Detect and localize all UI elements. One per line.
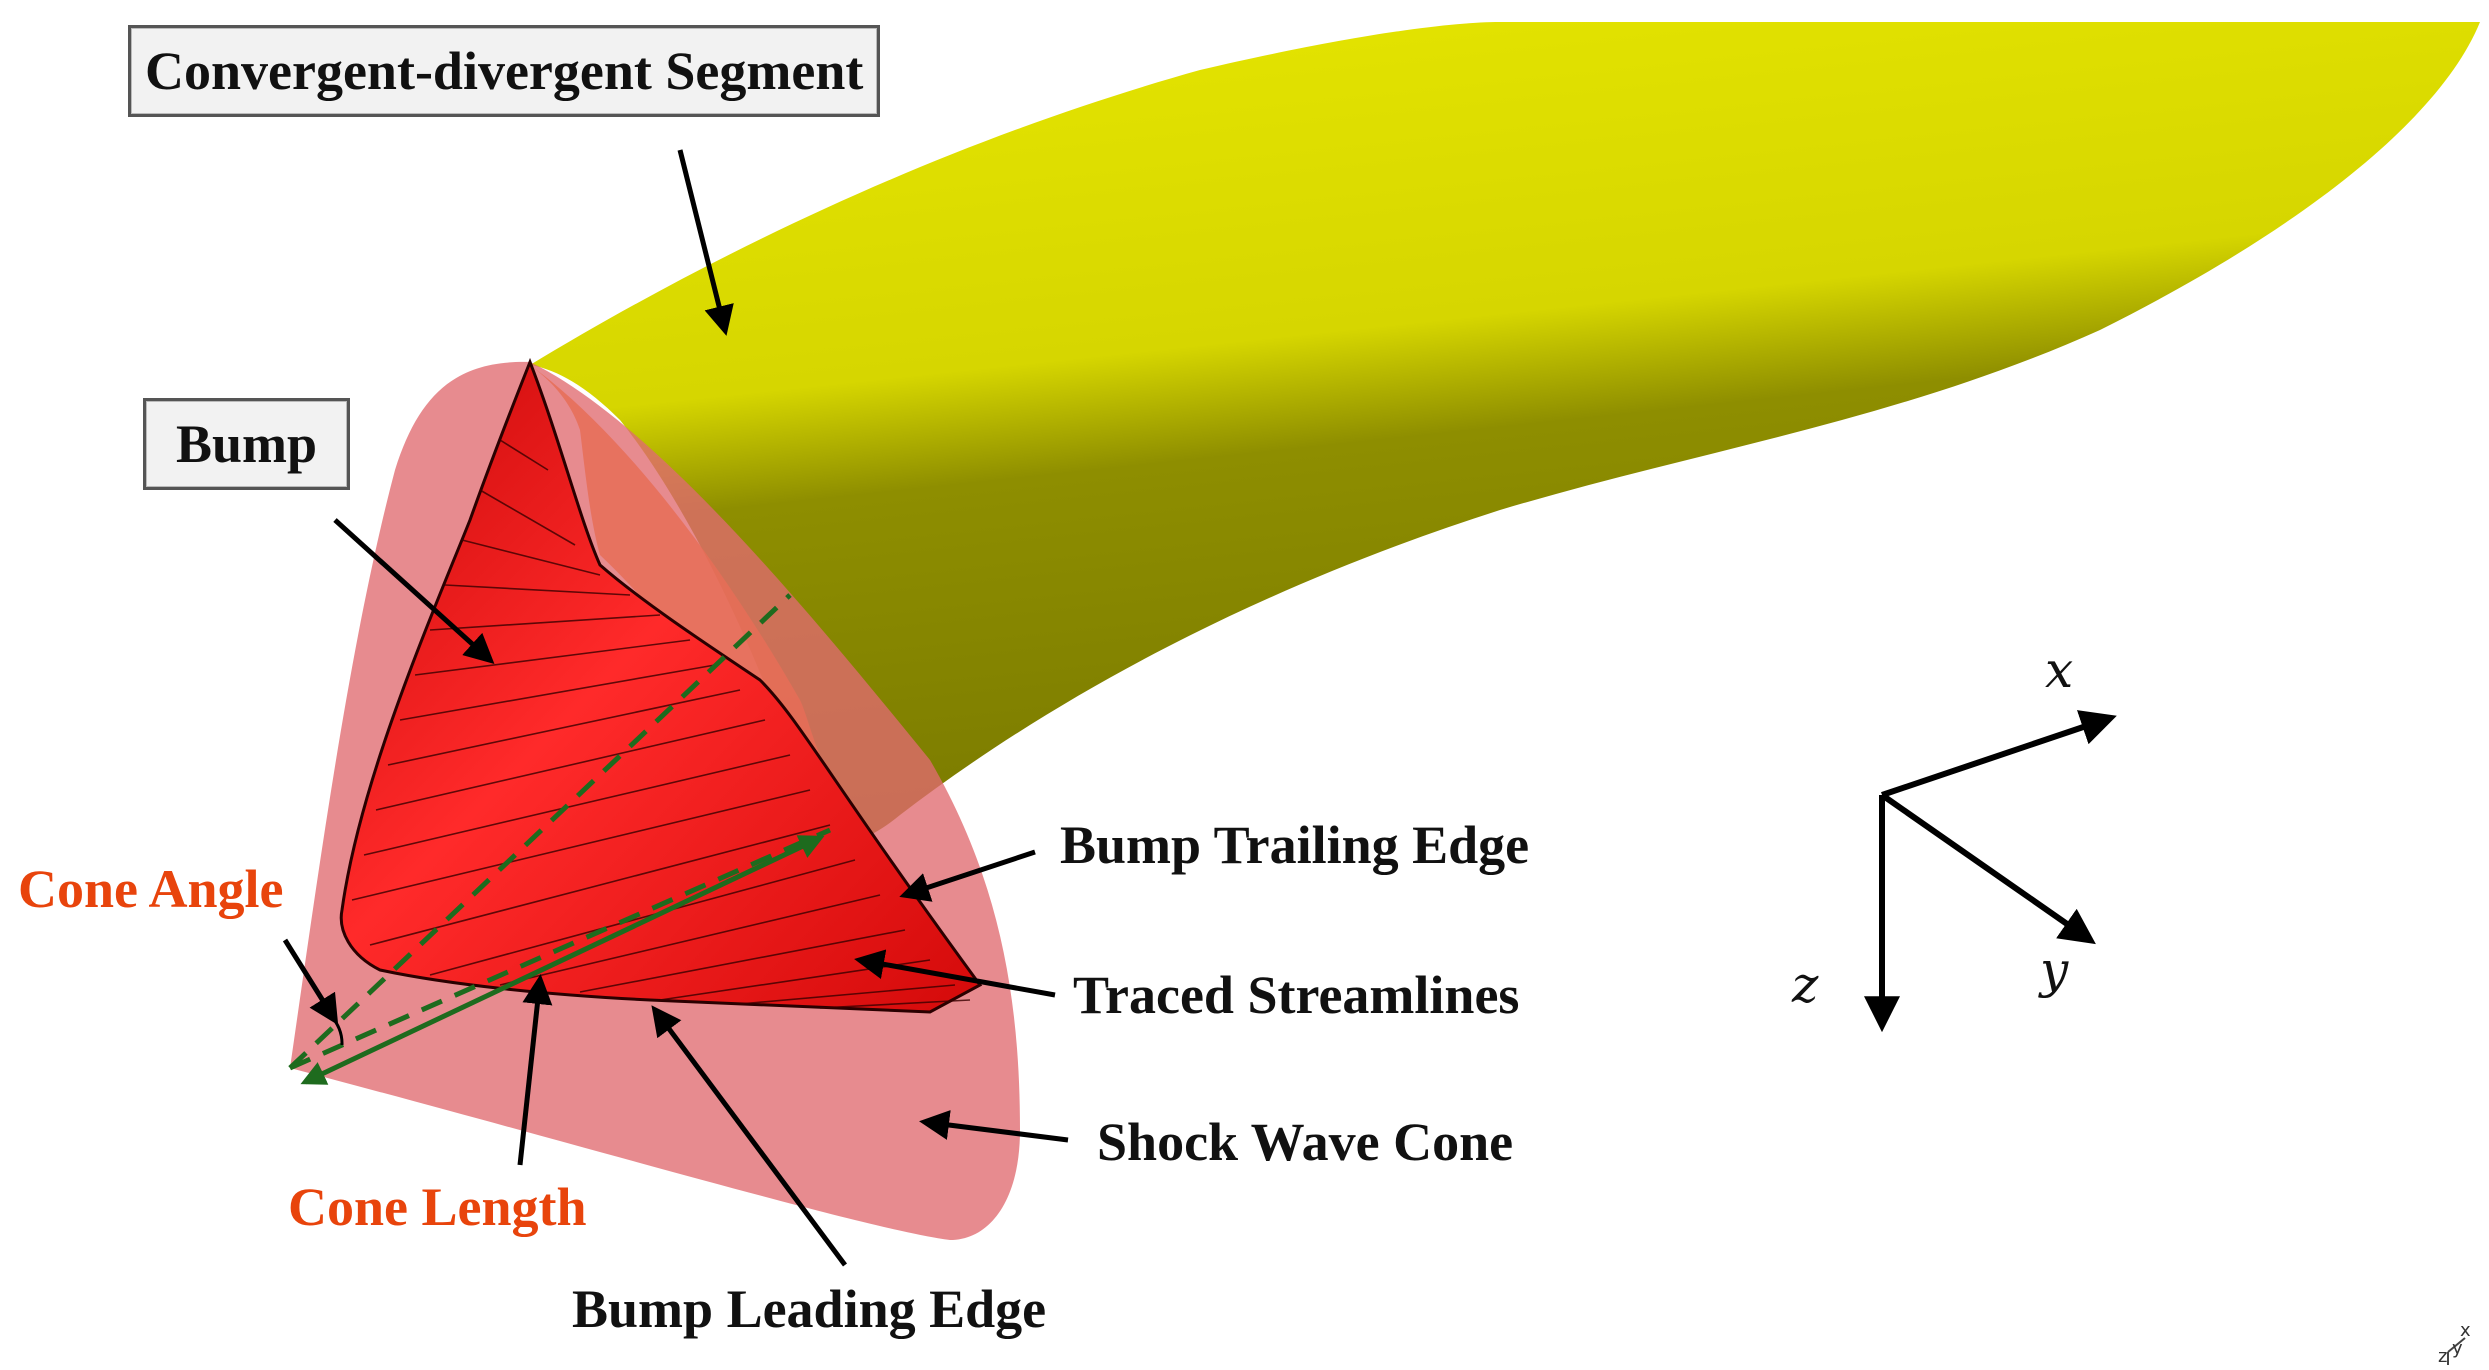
- label-bump-leading-edge: Bump Leading Edge: [572, 1279, 1047, 1339]
- axis-label-x: x: [2045, 641, 2074, 699]
- arrow-cone-length: [517, 974, 553, 1166]
- arrow-cone-angle: [282, 938, 339, 1026]
- y-axis-arrow: [1880, 792, 2096, 945]
- arrow-bump-leading-edge: [651, 1005, 848, 1267]
- label-cone-angle: Cone Angle: [18, 859, 284, 919]
- arrow-bump: [333, 518, 495, 665]
- corner-triad-z: z: [2438, 1346, 2448, 1367]
- duct-surface: [530, 22, 2480, 847]
- axis-label-y: y: [2040, 941, 2069, 999]
- axis-label-z: z: [1792, 956, 1819, 1014]
- label-cone-length: Cone Length: [288, 1177, 587, 1237]
- corner-triad-lines: [2447, 1337, 2466, 1365]
- label-shock-wave-cone: Shock Wave Cone: [1097, 1112, 1514, 1172]
- annotation-arrows: [282, 149, 1069, 1267]
- arrow-bump-trailing-edge: [899, 849, 1036, 902]
- label-convergent-divergent: Convergent-divergent Segment: [128, 25, 881, 117]
- corner-triad-y: y: [2452, 1338, 2463, 1359]
- x-axis-arrow: [1881, 710, 2117, 798]
- corner-triad-x: x: [2460, 1320, 2471, 1341]
- label-bump-trailing-edge: Bump Trailing Edge: [1060, 815, 1530, 875]
- label-bump: Bump: [143, 398, 351, 490]
- axis-triad: [1864, 710, 2117, 1033]
- label-traced-streamlines: Traced Streamlines: [1073, 965, 1520, 1025]
- arrow-convergent-divergent: [677, 149, 734, 336]
- arrow-shock-wave-cone: [919, 1110, 1069, 1143]
- arrow-traced-streamlines: [854, 949, 1056, 998]
